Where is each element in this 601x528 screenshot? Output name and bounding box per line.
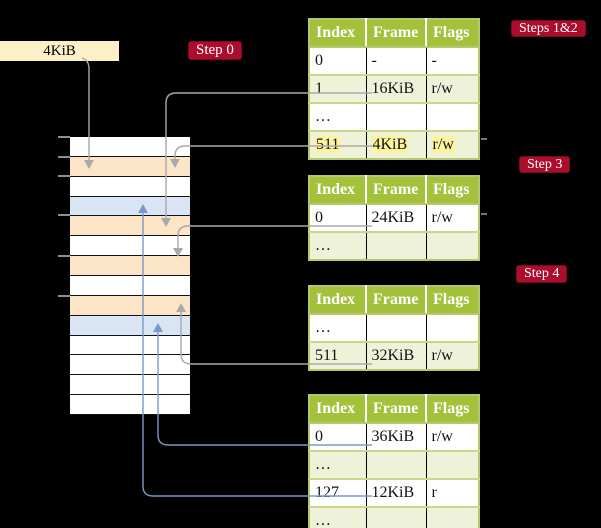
- cell-flags: [426, 102, 479, 131]
- cell-flags: -: [426, 46, 479, 75]
- page-table-step-3: Index Frame Flags 0 24KiB r/w …: [308, 175, 480, 261]
- memory-row-9: [70, 316, 190, 336]
- cell-index: 0: [309, 46, 367, 75]
- memory-row-0: [70, 137, 190, 157]
- cell-index: …: [309, 231, 367, 260]
- cell-index: …: [309, 313, 367, 342]
- table-row: 1 16KiB r/w: [309, 74, 479, 103]
- cell-frame: 24KiB: [366, 203, 427, 232]
- table-row: 511 32KiB r/w: [309, 341, 479, 370]
- table-row: 0 36KiB r/w: [309, 422, 479, 451]
- cell-frame: 4KiB: [366, 130, 427, 159]
- cell-frame: 32KiB: [366, 341, 427, 370]
- table-row: …: [309, 506, 479, 528]
- page-table-step-4: Index Frame Flags … 511 32KiB r/w: [308, 285, 480, 371]
- highlighted-cell-text: 4KiB: [371, 136, 409, 153]
- memory-tick: [58, 156, 70, 158]
- memory-row-4: [70, 216, 190, 236]
- cell-flags: [426, 506, 479, 528]
- highlighted-cell-text: 511: [315, 136, 341, 153]
- cell-frame: 36KiB: [366, 422, 427, 451]
- page-table-bottom: Index Frame Flags 0 36KiB r/w … 127 12Ki…: [308, 394, 480, 528]
- table-row: …: [309, 231, 479, 260]
- table-row: 0 - -: [309, 46, 479, 75]
- memory-row-11: [70, 355, 190, 375]
- memory-tick: [58, 255, 70, 257]
- memory-row-1: [70, 157, 190, 177]
- cell-frame: 12KiB: [366, 478, 427, 507]
- page-table-steps-1-2: Index Frame Flags 0 - - 1 16KiB r/w … 51…: [308, 18, 480, 160]
- cell-frame: [366, 313, 427, 342]
- cell-index: 511: [309, 341, 367, 370]
- table-row: …: [309, 450, 479, 479]
- step4-badge: Step 4: [516, 265, 568, 283]
- memory-tick: [58, 175, 70, 177]
- cell-frame: -: [366, 46, 427, 75]
- step0-badge: Step 0: [188, 41, 242, 60]
- cell-index: 511: [309, 130, 367, 159]
- col-header-index: Index: [309, 176, 367, 205]
- cell-flags: r/w: [426, 203, 479, 232]
- col-header-flags: Flags: [426, 286, 479, 315]
- cell-frame: [366, 231, 427, 260]
- cell-frame: 16KiB: [366, 74, 427, 103]
- highlighted-cell-text: r/w: [431, 136, 455, 153]
- memory-row-2: [70, 177, 190, 197]
- cell-frame: [366, 102, 427, 131]
- frame-size-box: 4KiB: [0, 41, 119, 61]
- memory-tick: [58, 214, 70, 216]
- memory-row-8: [70, 296, 190, 316]
- col-header-index: Index: [309, 395, 367, 424]
- cell-flags: [426, 313, 479, 342]
- col-header-frame: Frame: [366, 176, 427, 205]
- memory-row-6: [70, 256, 190, 276]
- cell-index: …: [309, 506, 367, 528]
- cell-flags: r/w: [426, 341, 479, 370]
- table-header-row: Index Frame Flags: [309, 395, 479, 424]
- cell-index: 127: [309, 478, 367, 507]
- col-header-frame: Frame: [366, 19, 427, 48]
- cell-index: …: [309, 102, 367, 131]
- table-row: …: [309, 102, 479, 131]
- cell-flags: r: [426, 478, 479, 507]
- col-header-flags: Flags: [426, 19, 479, 48]
- memory-row-10: [70, 336, 190, 355]
- col-header-index: Index: [309, 19, 367, 48]
- cell-index: …: [309, 450, 367, 479]
- memory-row-13: [70, 395, 190, 415]
- cell-flags: r/w: [426, 422, 479, 451]
- memory-row-5: [70, 236, 190, 256]
- cell-index: 0: [309, 203, 367, 232]
- cell-index: 1: [309, 74, 367, 103]
- col-header-flags: Flags: [426, 176, 479, 205]
- table-header-row: Index Frame Flags: [309, 19, 479, 48]
- table-row: …: [309, 313, 479, 342]
- cell-flags: [426, 450, 479, 479]
- physical-memory-strip: [70, 137, 190, 416]
- memory-row-3: [70, 197, 190, 216]
- table-header-row: Index Frame Flags: [309, 176, 479, 205]
- step3-badge: Step 3: [519, 156, 571, 173]
- cell-flags: [426, 231, 479, 260]
- memory-tick: [58, 136, 70, 138]
- memory-row-12: [70, 375, 190, 395]
- table-row: 127 12KiB r: [309, 478, 479, 507]
- cell-frame: [366, 450, 427, 479]
- cell-frame: [366, 506, 427, 528]
- cell-flags: r/w: [426, 74, 479, 103]
- memory-row-7: [70, 276, 190, 296]
- col-header-flags: Flags: [426, 395, 479, 424]
- table-header-row: Index Frame Flags: [309, 286, 479, 315]
- cell-index: 0: [309, 422, 367, 451]
- cell-flags: r/w: [426, 130, 479, 159]
- table-row: 0 24KiB r/w: [309, 203, 479, 232]
- memory-tick: [58, 295, 70, 297]
- col-header-index: Index: [309, 286, 367, 315]
- table-row-highlighted: 511 4KiB r/w: [309, 130, 479, 159]
- steps12-badge: Steps 1&2: [511, 20, 586, 37]
- col-header-frame: Frame: [366, 286, 427, 315]
- col-header-frame: Frame: [366, 395, 427, 424]
